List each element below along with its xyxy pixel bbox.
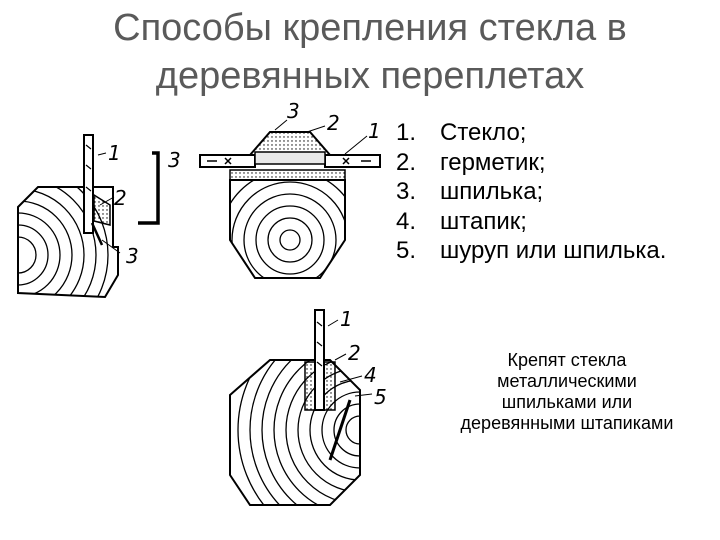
figure-label: 3 [168, 148, 181, 172]
slide-title: Способы крепления стекла в деревянных пе… [113, 7, 627, 97]
components-list: 1. Стекло; 2. герметик; 3. шпилька; 4. штапи… [396, 118, 696, 266]
figure-label: 1 [340, 307, 353, 331]
list-number: 3. [396, 178, 417, 205]
list-number: 5. [396, 237, 417, 264]
figure-label: 4 [364, 363, 377, 387]
figure-bottom-fastening: 1 2 4 5 [229, 307, 387, 506]
list-text: шуруп или шпилька. [440, 237, 667, 264]
figure-label: 2 [348, 341, 361, 365]
list-number: 2. [396, 148, 417, 176]
list-item: 2. герметик; [396, 148, 696, 178]
figure-label: 3 [287, 100, 300, 123]
list-text: штапик; [440, 207, 527, 235]
figure-label: 3 [126, 244, 139, 268]
list-item: 3. шпилька; [396, 177, 696, 207]
figure-label: 1 [108, 141, 121, 165]
list-text: шпилька; [440, 178, 544, 205]
figure-middle-fastening: 3 2 1 [199, 100, 381, 279]
list-number: 4. [396, 207, 417, 235]
list-item: 5. шуруп или шпилька. [396, 236, 696, 266]
list-text: герметик; [440, 148, 546, 176]
list-item: 1. Стекло; [396, 118, 696, 148]
figure-label: 1 [368, 119, 381, 143]
note-text: Крепят стекла металлическими шпильками и… [460, 350, 674, 433]
figure-label: 5 [374, 385, 387, 409]
figure-left-fastening: 1 2 3 3 [17, 134, 181, 299]
figure-label: 2 [114, 186, 127, 210]
list-item: 4. штапик; [396, 207, 696, 237]
figure-label: 2 [327, 111, 340, 135]
list-text: Стекло; [440, 119, 527, 146]
list-number: 1. [396, 119, 417, 146]
